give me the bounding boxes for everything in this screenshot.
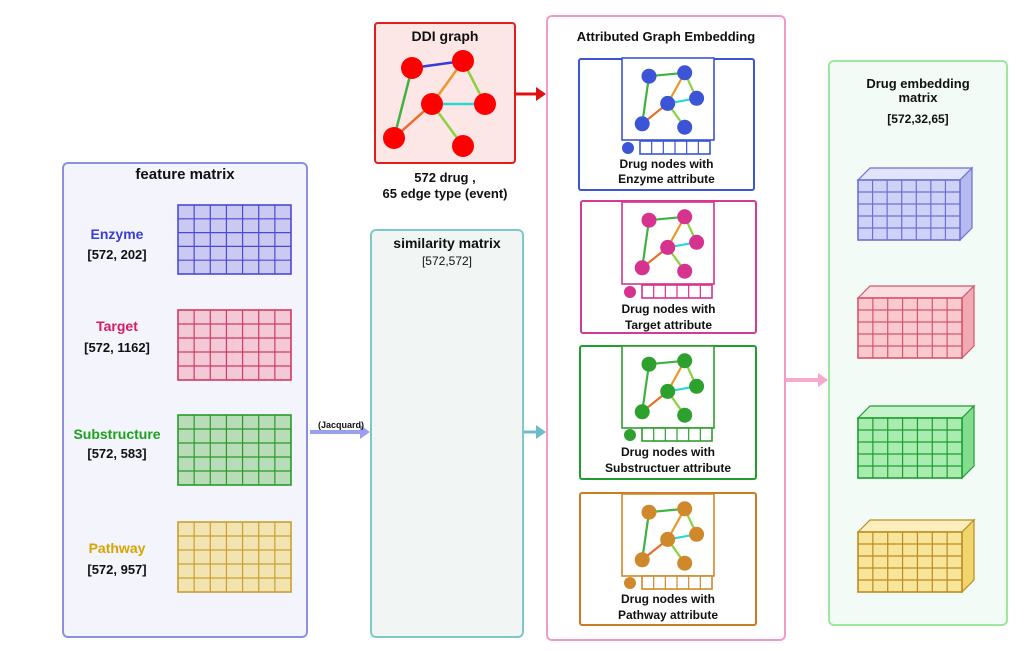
substructure-box-line2: Substructuer attribute [604,461,731,475]
similarity-matrix-panel [370,229,524,638]
ddi-caption-line2: 65 edge type (event) [382,186,508,201]
substructure-box-line1: Drug nodes with [621,445,715,459]
similarity-matrix-dims: [572,572] [421,254,473,268]
pathway-attribute-box [579,492,757,626]
target-box-line2: Target attribute [624,318,713,332]
enzyme-box-line2: Enzyme attribute [618,172,715,186]
target-label: Target [96,318,138,334]
enzyme-box-line1: Drug nodes with [619,157,714,171]
substructure-attribute-box [579,345,757,480]
embedding-title-line2: matrix [898,90,938,105]
age-to-embedding-arrow [786,373,828,387]
enzyme-label: Enzyme [90,226,144,242]
embedding-panel [828,60,1008,626]
ddi-to-age-arrow [514,87,546,101]
pathway-dims: [572, 957] [87,562,147,577]
enzyme-dims: [572, 202] [87,247,147,262]
embedding-dims: [572,32,65] [887,112,949,126]
jacquard-label: (Jacquard) [317,420,364,430]
pathway-box-line1: Drug nodes with [621,592,715,606]
pathway-box-line2: Pathway attribute [617,608,719,622]
target-attribute-box [580,200,757,334]
similarity-matrix-title: similarity matrix [393,235,501,251]
age-title: Attributed Graph Embedding [576,29,756,44]
similarity-to-age-arrow [524,425,546,439]
embedding-title-line1: Drug embedding [866,76,970,91]
pathway-label: Pathway [88,540,146,556]
ddi-caption-line1: 572 drug , [414,170,476,185]
target-box-line1: Drug nodes with [621,302,716,316]
target-dims: [572, 1162] [84,340,150,355]
feature-matrix-title: feature matrix [135,166,235,183]
substructure-label: Substructure [73,426,161,442]
substructure-dims: [572, 583] [87,446,147,461]
ddi-graph-title: DDI graph [411,28,479,44]
